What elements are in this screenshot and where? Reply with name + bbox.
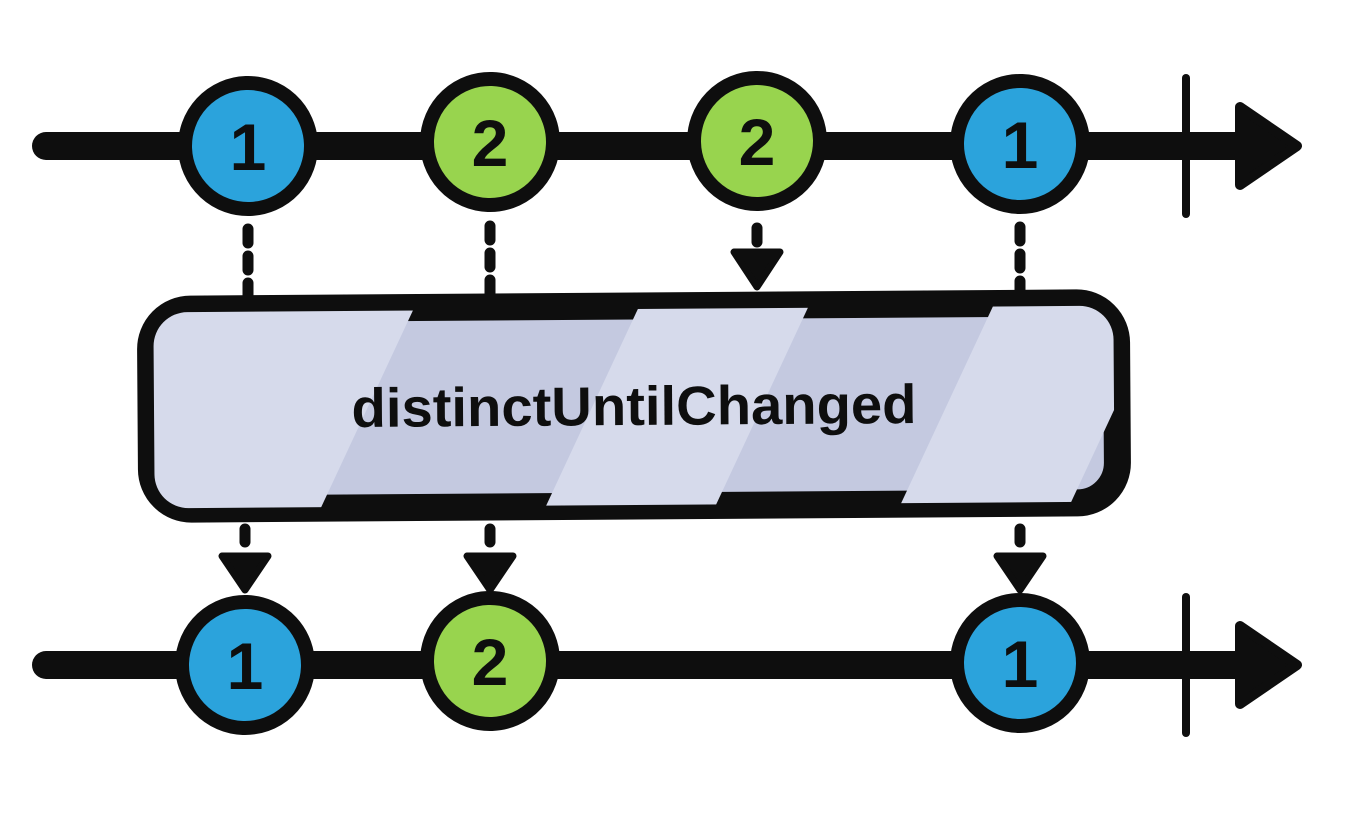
marble-value: 2 — [472, 625, 509, 699]
output-connector — [993, 523, 1047, 594]
output-marble-1: 1 — [175, 595, 315, 735]
input-marble-4: 1 — [950, 73, 1090, 214]
input-marble-2: 2 — [420, 71, 560, 212]
marble-circle — [687, 71, 827, 211]
marble-circle — [950, 73, 1090, 214]
output-stream: 1 2 1 — [32, 591, 1302, 737]
down-arrow-head-icon — [993, 552, 1047, 594]
absorbed-connector — [730, 222, 784, 291]
down-arrow-head-icon — [730, 248, 784, 291]
output-connectors — [218, 523, 1047, 594]
marble-value: 2 — [739, 105, 776, 179]
input-marble-3: 2 — [687, 71, 827, 211]
down-arrow-head-icon — [463, 552, 517, 594]
box-stripe — [545, 305, 810, 507]
box-stripe — [153, 307, 415, 509]
marble-circle — [420, 591, 560, 731]
output-marble-2: 2 — [420, 591, 560, 731]
input-arrow-head-icon — [1235, 102, 1302, 190]
output-arrow-head-icon — [1235, 621, 1302, 709]
marble-value: 1 — [1002, 108, 1039, 182]
operator-label: distinctUntilChanged — [351, 373, 916, 439]
marble-circle — [175, 595, 315, 735]
marble-circle — [178, 75, 318, 216]
marble-circle — [950, 593, 1090, 733]
input-marble-1: 1 — [178, 75, 318, 216]
operator-box: distinctUntilChanged — [137, 289, 1131, 523]
input-stream: 1 2 2 1 — [32, 71, 1302, 304]
marble-value: 1 — [230, 110, 267, 184]
input-connectors — [242, 220, 1026, 304]
box-stripe — [900, 305, 1115, 505]
down-arrow-head-icon — [218, 552, 272, 594]
output-connector — [463, 523, 517, 594]
marble-circle — [420, 71, 560, 212]
output-marble-3: 1 — [950, 593, 1090, 733]
marble-value: 1 — [227, 629, 264, 703]
marble-value: 1 — [1002, 627, 1039, 701]
operator-box-stripes — [153, 305, 1115, 509]
output-connector — [218, 523, 272, 594]
marble-value: 2 — [472, 106, 509, 180]
